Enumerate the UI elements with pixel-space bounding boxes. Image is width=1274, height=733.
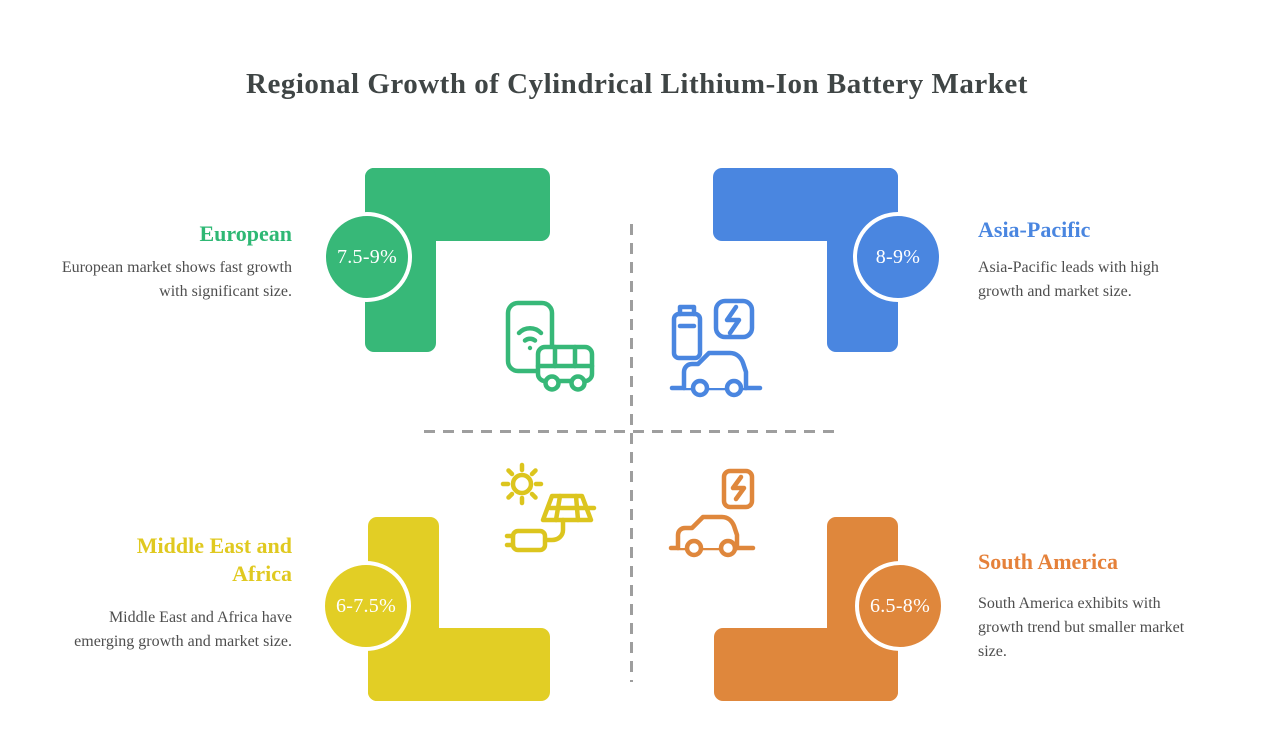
asia-pacific-region-description: Asia-Pacific leads with high growth and … [978,259,1159,300]
middle-east-africa-rate-value: 6-7.5% [335,594,397,617]
south-america-region-description: South America exhibits with growth trend… [978,595,1185,660]
south-america-lshape-horizontal-bar [714,628,898,701]
horizontal-divider-dashed-line [424,430,838,433]
middle-east-africa-region-description: Middle East and Africa have emerging gro… [74,609,292,650]
car-charger-icon [668,468,756,558]
asia-pacific-rate-value: 8-9% [875,245,921,268]
asia-pacific-rate-badge: 8-9% [853,212,943,302]
south-america-icon-box [668,468,760,565]
middle-east-africa-icon-box [500,460,604,569]
south-america-rate-badge: 6.5-8% [855,561,945,651]
european-region-name: European [199,221,292,246]
asia-pacific-icon-box [668,298,764,403]
european-rate-value: 7.5-9% [336,245,398,268]
middle-east-africa-lshape-horizontal-bar [368,628,550,701]
asia-pacific-region-name: Asia-Pacific [978,217,1091,242]
european-icon-box [498,300,598,401]
european-rate-badge: 7.5-9% [322,212,412,302]
battery-ev-charging-icon [669,298,763,398]
smartphone-bus-icon [505,300,595,392]
solar-energy-plug-icon [500,462,597,553]
vertical-divider-dashed-line [630,224,633,682]
middle-east-africa-rate-badge: 6-7.5% [321,561,411,651]
page-title: Regional Growth of Cylindrical Lithium-I… [246,68,1028,100]
european-region-description: European market shows fast growth with s… [61,259,292,300]
middle-east-africa-region-name: Middle East and Africa [136,533,292,586]
south-america-region-name: South America [978,549,1118,574]
south-america-rate-value: 6.5-8% [869,594,931,617]
